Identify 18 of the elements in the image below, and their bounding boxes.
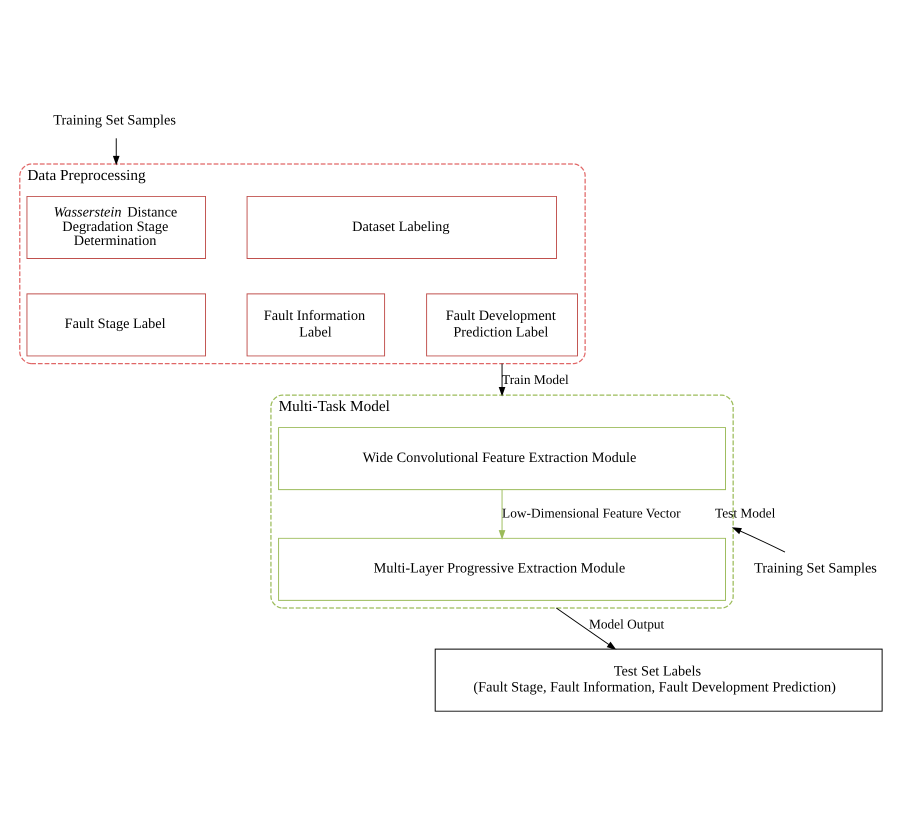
arrow (498, 362, 506, 396)
edge-label: Train Model (502, 371, 569, 386)
node-box: Fault Development Prediction Label (426, 292, 578, 356)
arrow (556, 607, 616, 650)
node-box: Fault Information Label (246, 292, 386, 356)
arrow (732, 526, 786, 552)
edge-label: Model Output (588, 616, 664, 631)
node-box: Wasserstein Distance Degradation Stage Determination (26, 195, 206, 258)
node-box: Dataset Labeling (246, 195, 557, 258)
edge-label: Test Model (715, 505, 776, 520)
node-box: Test Set Labels (Fault Stage, Fault Information, Fault Development Prediction) (434, 648, 883, 712)
node-text: Training Set Samples (754, 560, 877, 576)
arrow (112, 137, 120, 165)
arrow (498, 488, 506, 540)
node-box: Multi-Layer Progressive Extraction Module (278, 537, 726, 600)
node-box: Fault Stage Label (26, 292, 206, 356)
node-text: Training Set Samples (53, 112, 176, 128)
node-box: Wide Convolutional Feature Extraction Module (278, 426, 726, 490)
